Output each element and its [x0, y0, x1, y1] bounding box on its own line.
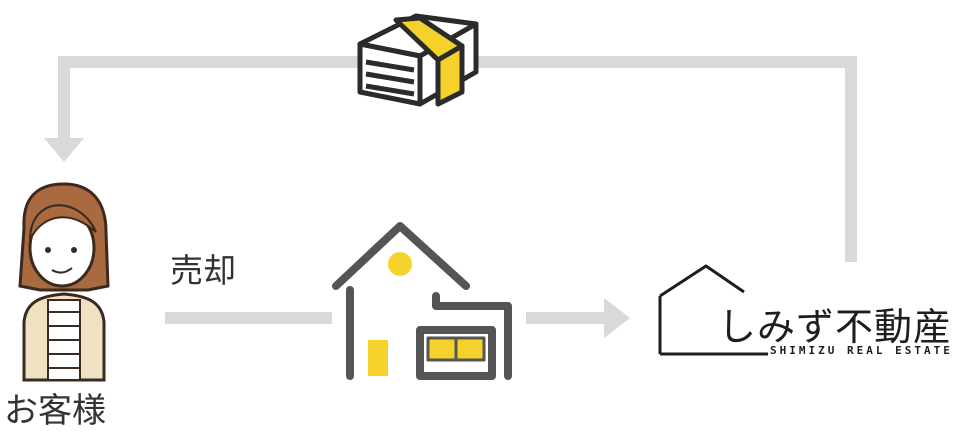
- house-icon: [332, 222, 512, 380]
- customer-avatar-icon: [18, 182, 110, 382]
- money-bundle-icon: [357, 13, 479, 107]
- customer-label: お客様: [4, 391, 106, 431]
- brand-logo-icon: [658, 264, 768, 356]
- transfer-arrow-head: [604, 298, 630, 338]
- brand-name: しみず不動産: [718, 305, 953, 349]
- sale-label: 売却: [170, 251, 236, 290]
- brand-subtitle: SHIMIZU REAL ESTATE: [770, 344, 953, 357]
- money-arrow-head: [44, 138, 84, 162]
